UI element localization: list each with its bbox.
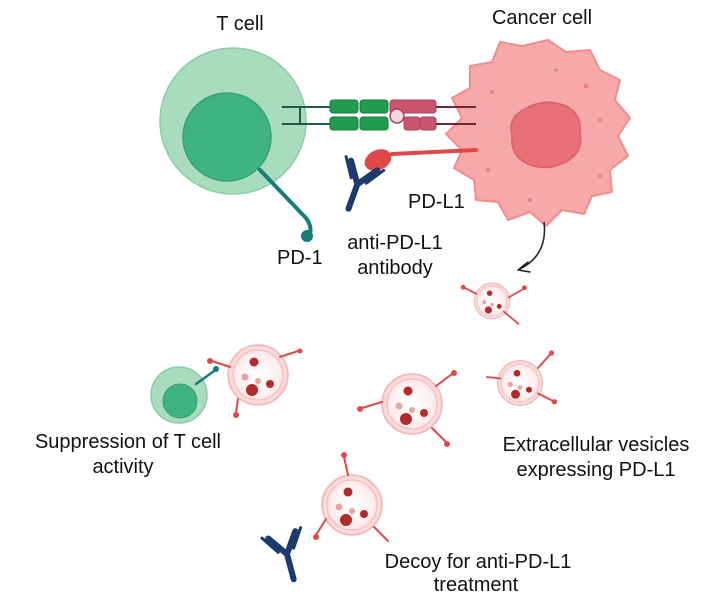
antibody-icon bbox=[260, 526, 303, 583]
vesicle-suppression bbox=[207, 344, 303, 418]
decoy-label-line2: treatment bbox=[434, 574, 519, 596]
suppression-label-line2: activity bbox=[92, 456, 153, 478]
vesicle-right bbox=[486, 350, 558, 407]
ev-label-line2: expressing PD-L1 bbox=[517, 459, 676, 481]
cancer-cell bbox=[445, 39, 631, 227]
pd-1-receptor bbox=[258, 168, 313, 242]
vesicle-decoy bbox=[313, 452, 389, 542]
decoy-label-line1: Decoy for anti-PD-L1 bbox=[385, 551, 572, 573]
anti-pd-l1-label-line2: antibody bbox=[357, 257, 433, 279]
release-arrow bbox=[517, 221, 546, 273]
vesicle-small bbox=[460, 282, 527, 325]
suppression-label-line1: Suppression of T cell bbox=[35, 431, 221, 453]
cancer-cell-label: Cancer cell bbox=[492, 7, 592, 29]
pd-l1-label: PD-L1 bbox=[408, 191, 465, 213]
vesicle-center bbox=[357, 370, 457, 447]
t-cell-label: T cell bbox=[216, 13, 263, 35]
tcr-mhc-complex bbox=[282, 99, 476, 131]
pd-l1-ligand bbox=[364, 148, 478, 171]
ev-label-line1: Extracellular vesicles bbox=[503, 434, 690, 456]
pd-1-label: PD-1 bbox=[277, 247, 323, 269]
t-cell bbox=[159, 47, 307, 195]
antibody-icon bbox=[344, 155, 386, 212]
anti-pd-l1-label-line1: anti-PD-L1 bbox=[347, 232, 443, 254]
t-cell-small bbox=[150, 366, 219, 424]
